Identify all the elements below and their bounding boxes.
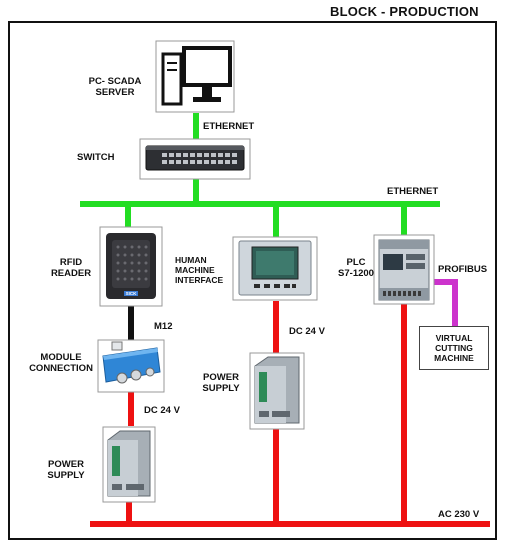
plc-label-line1: PLC <box>346 257 366 268</box>
m12-label: M12 <box>154 321 173 332</box>
power-supply-left-label-line2: SUPPLY <box>47 470 85 481</box>
dc24-left-label: DC 24 V <box>144 405 180 416</box>
power-supply-mid-label-line2: SUPPLY <box>202 383 240 394</box>
rfid-reader-label: RFID READER <box>46 257 96 279</box>
profibus-label: PROFIBUS <box>438 264 488 275</box>
hmi-label: HUMAN MACHINE INTERFACE <box>175 255 223 285</box>
ethernet-top-label: ETHERNET <box>203 121 255 132</box>
switch-label: SWITCH <box>77 152 115 163</box>
network-switch-icon <box>139 138 251 180</box>
plc-label: PLC S7-1200 <box>336 257 376 279</box>
virtual-cutting-machine-line1: VIRTUAL <box>435 333 473 343</box>
power-supply-left-label-line1: POWER <box>48 459 84 470</box>
plc-icon <box>373 234 435 305</box>
virtual-cutting-machine-box: VIRTUAL CUTTING MACHINE <box>419 326 489 370</box>
virtual-cutting-machine-line2: CUTTING <box>435 343 473 353</box>
power-supply-mid-label-line1: POWER <box>203 372 239 383</box>
ac230-label: AC 230 V <box>438 509 480 520</box>
rfid-reader-icon: SICK <box>99 226 163 307</box>
ethernet-bus-label: ETHERNET <box>387 186 439 197</box>
pc-monitor-icon <box>155 40 235 113</box>
power-supply-icon <box>102 426 156 503</box>
hmi-label-line1: HUMAN <box>175 255 207 265</box>
block-frame <box>8 21 497 540</box>
pc-scada-label-line1: PC- SCADA <box>88 76 142 87</box>
module-connection-icon <box>97 339 165 393</box>
hmi-label-line3: INTERFACE <box>175 275 224 285</box>
rfid-reader-label-line2: READER <box>50 268 92 279</box>
module-connection-label: MODULE CONNECTION <box>28 352 94 374</box>
rfid-reader-label-line1: RFID <box>59 257 83 268</box>
module-connection-label-line2: CONNECTION <box>29 363 93 374</box>
pc-scada-label-line2: SERVER <box>95 87 135 98</box>
virtual-cutting-machine-line3: MACHINE <box>434 353 474 363</box>
power-supply-left-label: POWER SUPPLY <box>41 459 91 481</box>
hmi-label-line2: MACHINE <box>175 265 215 275</box>
hmi-panel-icon <box>232 236 318 301</box>
rfid-brand-text: SICK <box>126 291 138 296</box>
plc-label-line2: S7-1200 <box>338 268 374 279</box>
power-supply-mid-label: POWER SUPPLY <box>196 372 246 394</box>
module-connection-label-line1: MODULE <box>40 352 82 363</box>
power-supply-icon-mid <box>249 352 305 430</box>
diagram-title: BLOCK - PRODUCTION <box>330 4 479 19</box>
profibus-cable <box>434 279 458 326</box>
pc-scada-label: PC- SCADA SERVER <box>80 76 150 98</box>
dc24-mid-label: DC 24 V <box>289 326 325 337</box>
